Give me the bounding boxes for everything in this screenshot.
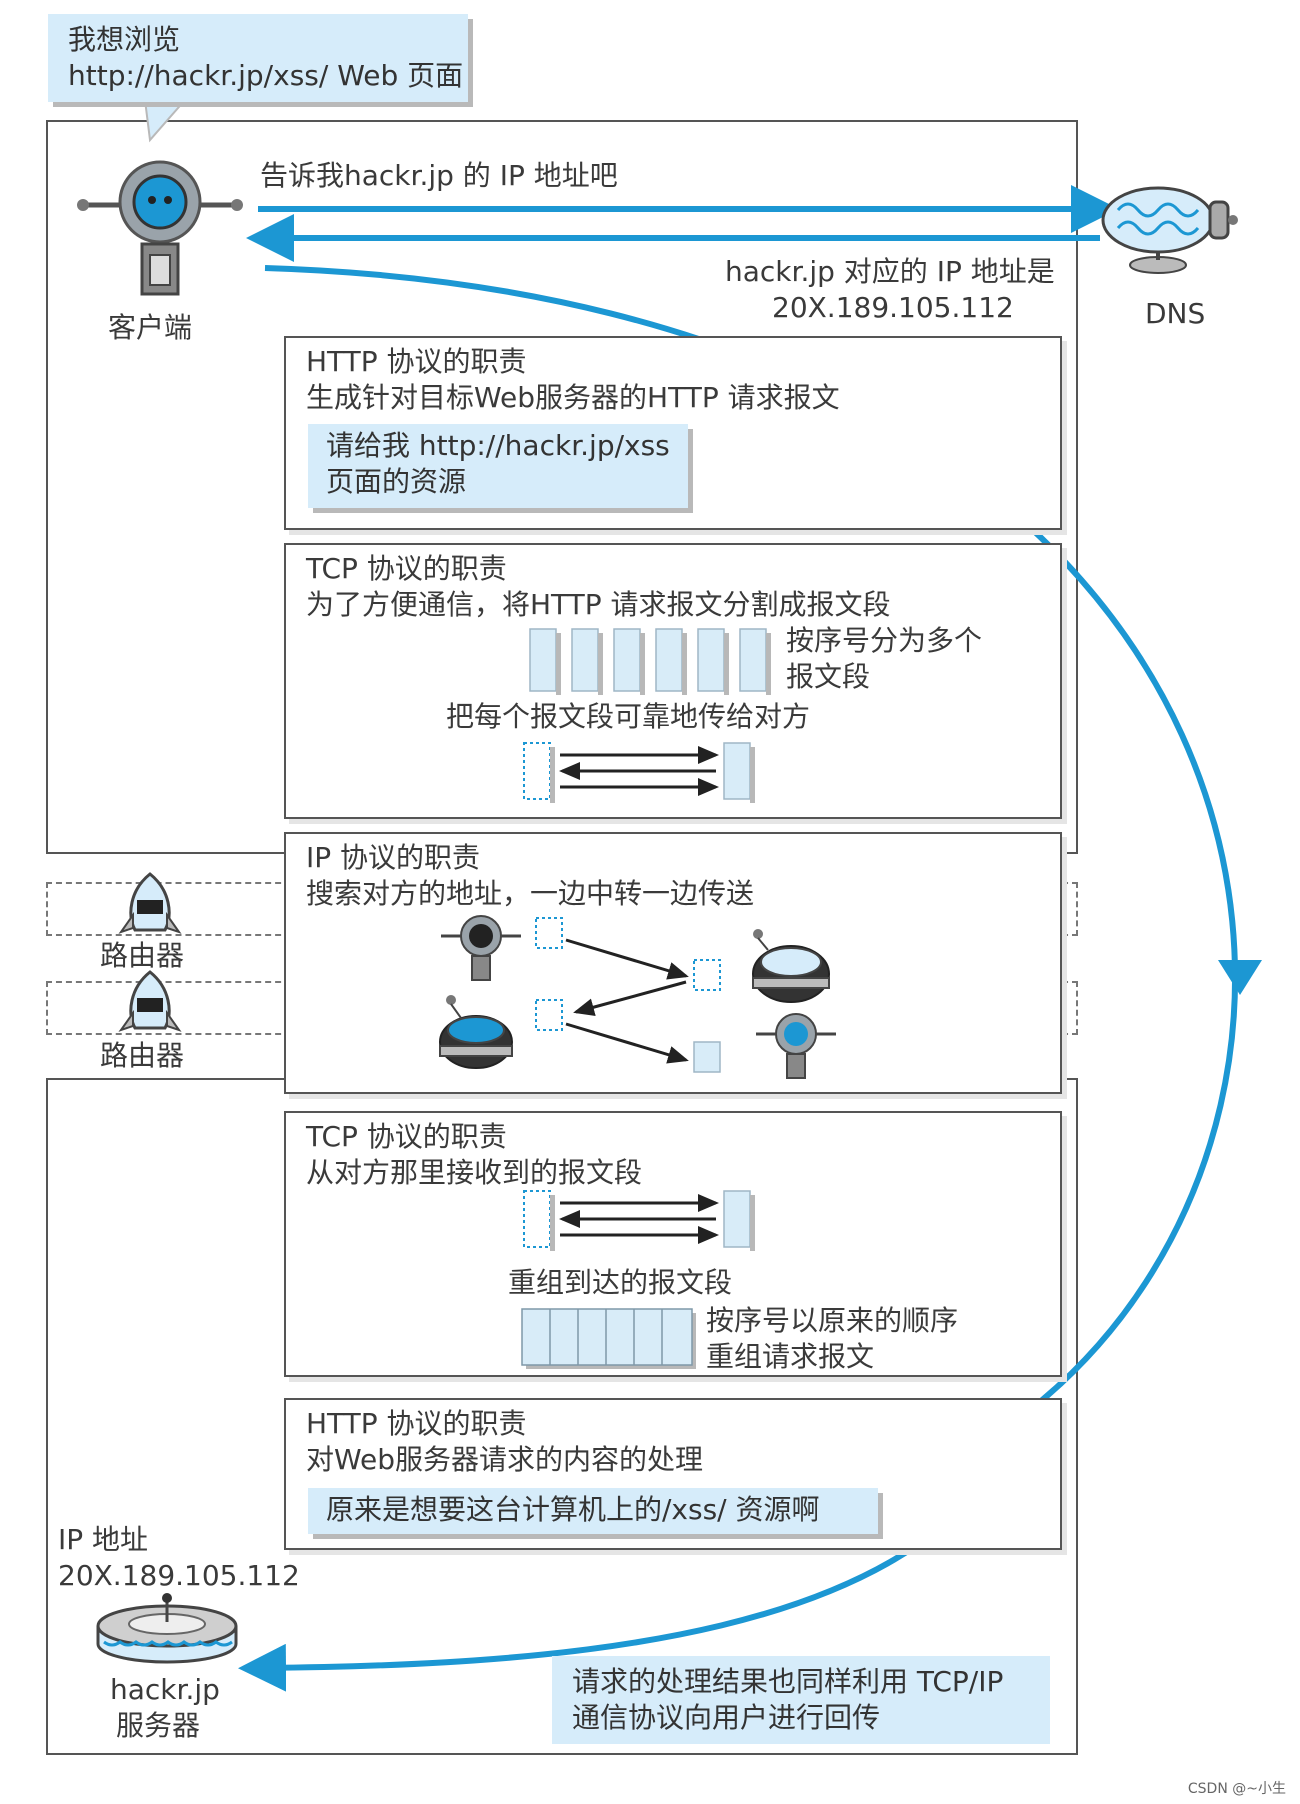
- server-icon: [96, 1593, 238, 1664]
- tcp-client-card: TCP 协议的职责 为了方便通信，将HTTP 请求报文分割成报文段 按序号分为多…: [284, 543, 1062, 819]
- speech-line-2: http://hackr.jp/xss/ Web 页面: [68, 59, 464, 92]
- server-name-line-2: 服务器: [116, 1709, 201, 1742]
- tcp-reliable-text: 把每个报文段可靠地传给对方: [446, 700, 811, 733]
- http-client-title: HTTP 协议的职责: [306, 345, 527, 378]
- request-arc: [264, 265, 1238, 1413]
- speech-bubble-tail: [143, 99, 188, 143]
- tcp-reassemble-text: 重组到达的报文段: [508, 1266, 733, 1299]
- server-name-line-1: hackr.jp: [110, 1673, 220, 1706]
- server-ip-label: IP 地址: [58, 1523, 149, 1556]
- response-note-line-1: 请求的处理结果也同样利用 TCP/IP: [572, 1665, 1004, 1698]
- tcp-server-desc: 从对方那里接收到的报文段: [306, 1156, 643, 1189]
- tcp-segments-icon: [529, 628, 771, 695]
- speech-bubble: 我想浏览 http://hackr.jp/xss/ Web 页面: [48, 14, 468, 102]
- response-note: 请求的处理结果也同样利用 TCP/IP 通信协议向用户进行回传: [552, 1656, 1050, 1744]
- server-ip-value: 20X.189.105.112: [58, 1559, 300, 1592]
- tcp-segments-line-2: 报文段: [786, 660, 871, 693]
- dns-answer-line-1: hackr.jp 对应的 IP 地址是: [725, 255, 1055, 288]
- http-server-desc: 对Web服务器请求的内容的处理: [306, 1443, 704, 1476]
- ip-layer-desc: 搜索对方的地址，一边中转一边传送: [306, 877, 755, 910]
- tcp-segments-line-1: 按序号分为多个: [786, 624, 983, 657]
- ip-layer-card: IP 协议的职责 搜索对方的地址，一边中转一边传送: [284, 832, 1062, 1094]
- tcp-order-line-1: 按序号以原来的顺序: [706, 1304, 959, 1337]
- router-label-2: 路由器: [100, 1039, 185, 1072]
- tcp-reassembled-icon: [521, 1308, 696, 1369]
- speech-line-1: 我想浏览: [68, 23, 181, 56]
- tcp-server-card: TCP 协议的职责 从对方那里接收到的报文段 重组到达的报文段 按序号以原来的顺…: [284, 1111, 1062, 1377]
- http-request-note-line-1: 请给我 http://hackr.jp/xss: [326, 429, 670, 462]
- http-server-card: HTTP 协议的职责 对Web服务器请求的内容的处理 原来是想要这台计算机上的/…: [284, 1398, 1062, 1550]
- dns-label: DNS: [1145, 297, 1206, 330]
- tcp-client-title: TCP 协议的职责: [306, 552, 507, 585]
- tcp-receive-icon: [523, 1190, 755, 1251]
- dns-answer-line-2: 20X.189.105.112: [772, 291, 1014, 324]
- dns-query-text: 告诉我hackr.jp 的 IP 地址吧: [260, 159, 618, 192]
- tcp-client-desc: 为了方便通信，将HTTP 请求报文分割成报文段: [306, 588, 891, 621]
- http-client-card: HTTP 协议的职责 生成针对目标Web服务器的HTTP 请求报文 请给我 ht…: [284, 336, 1062, 530]
- client-robot-icon: [77, 160, 243, 296]
- router-icon: [118, 872, 182, 934]
- ip-layer-title: IP 协议的职责: [306, 841, 481, 874]
- response-note-line-2: 通信协议向用户进行回传: [572, 1701, 881, 1734]
- http-server-title: HTTP 协议的职责: [306, 1407, 527, 1440]
- http-server-note: 原来是想要这台计算机上的/xss/ 资源啊: [308, 1488, 878, 1534]
- http-server-note-text: 原来是想要这台计算机上的/xss/ 资源啊: [326, 1493, 820, 1526]
- tcp-order-line-2: 重组请求报文: [706, 1340, 875, 1373]
- request-arc-head: [1218, 960, 1262, 995]
- tcp-server-title: TCP 协议的职责: [306, 1120, 507, 1153]
- ip-routing-illustration: [439, 915, 836, 1079]
- http-request-note: 请给我 http://hackr.jp/xss 页面的资源: [308, 424, 688, 508]
- router-icon: [118, 970, 182, 1032]
- watermark: CSDN @~小生: [1187, 1781, 1286, 1797]
- tcp-transfer-icon: [523, 742, 755, 803]
- http-request-note-line-2: 页面的资源: [326, 465, 467, 498]
- client-label: 客户端: [108, 311, 193, 344]
- http-client-desc: 生成针对目标Web服务器的HTTP 请求报文: [306, 381, 840, 414]
- dns-server-icon: [1101, 186, 1238, 274]
- router-label-1: 路由器: [100, 939, 185, 972]
